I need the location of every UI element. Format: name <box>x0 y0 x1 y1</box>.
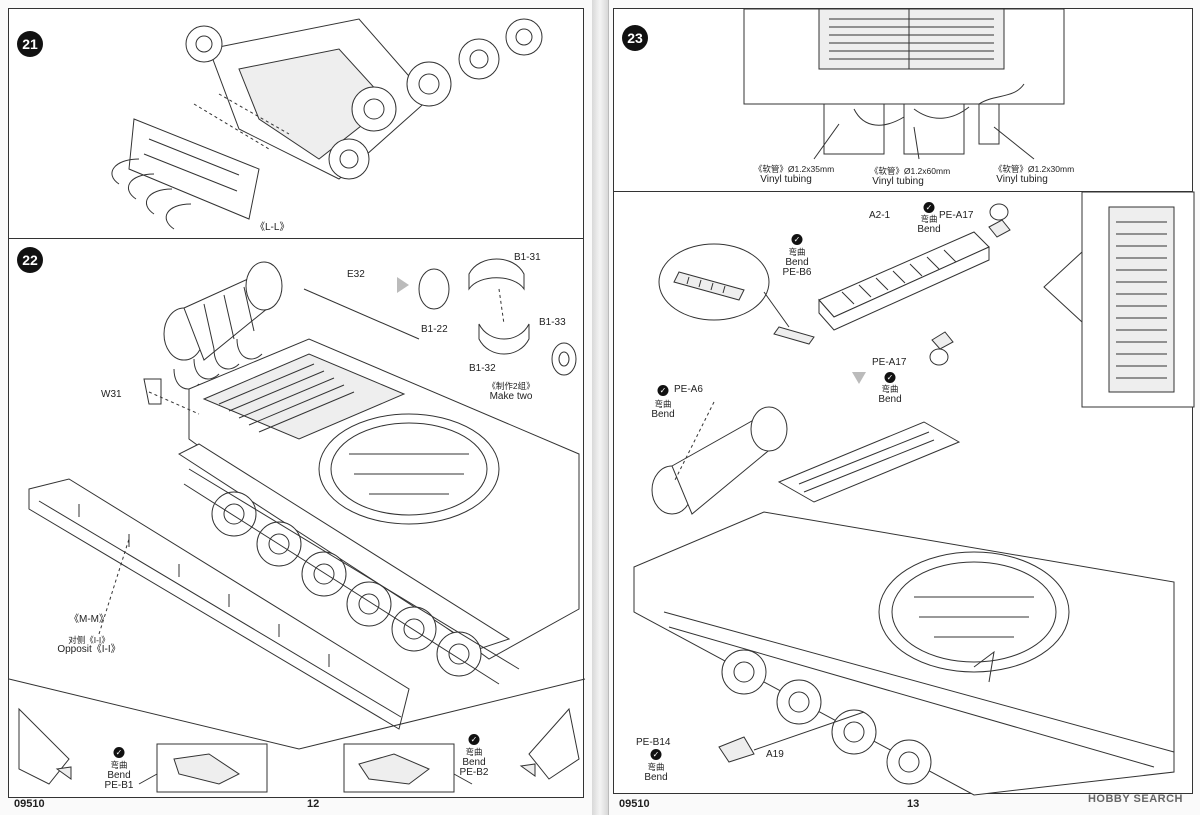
view-label-ll: 《L-L》 <box>255 222 290 233</box>
step-23-illustration <box>743 8 1065 160</box>
step-21-number: 21 <box>17 31 43 57</box>
label-pe-b2: PE-B2 <box>459 767 489 778</box>
step-22-number: 22 <box>17 247 43 273</box>
label-b1-31: B1-31 <box>514 252 541 263</box>
tube-3-label: Vinyl tubing <box>996 174 1048 185</box>
model-code-left: 09510 <box>14 798 45 810</box>
view-label-mm: 《M-M》 <box>69 614 109 625</box>
label-b1-32: B1-32 <box>469 363 496 374</box>
make-two-cn: 《制作2组》 <box>487 381 535 391</box>
bend-a: Bend <box>917 224 941 235</box>
bend-c: Bend <box>878 394 902 405</box>
step-22-panel: 22 <box>8 238 586 798</box>
page-number-left: 12 <box>307 798 320 810</box>
book-gutter <box>592 0 608 815</box>
label-w31: W31 <box>101 389 122 400</box>
bend-cn-a: 弯曲 <box>920 214 938 224</box>
tube-3-spec: 《软管》Ø1.2x30mm <box>993 164 1075 174</box>
tube-2-label: Vinyl tubing <box>872 176 924 187</box>
make-two: Make two <box>489 391 533 402</box>
bend-d: Bend <box>651 409 675 420</box>
label-b1-22: B1-22 <box>421 324 448 335</box>
instruction-page-right: 23 《软管》Ø1.2x35mm Vinyl tubing 《软管》Ø1.2x6… <box>608 0 1200 815</box>
instruction-page-left: 21 《L-L》 <box>0 0 593 815</box>
label-pe-a6: PE-A6 <box>674 384 703 395</box>
label-pe-b14: PE-B14 <box>636 737 671 748</box>
check-icon: ✓ <box>884 372 896 383</box>
check-icon: ✓ <box>113 747 125 758</box>
label-a19: A19 <box>766 749 784 760</box>
label-pe-b6: PE-B6 <box>782 267 812 278</box>
step-21-illustration <box>111 18 543 230</box>
label-a2-1: A2-1 <box>869 210 891 221</box>
bend-e: Bend <box>644 772 668 783</box>
check-icon: ✓ <box>657 385 669 396</box>
bend-cn-b: 弯曲 <box>788 247 806 257</box>
tube-1-label: Vinyl tubing <box>760 174 812 185</box>
page-number-right: 13 <box>907 798 920 810</box>
tube-2-spec: 《软管》Ø1.2x60mm <box>869 166 951 176</box>
bend-cn-d: 弯曲 <box>654 399 672 409</box>
bend-cn-1: 弯曲 <box>110 760 128 770</box>
label-pe-a17-mid: PE-A17 <box>872 357 907 368</box>
bend-cn-2: 弯曲 <box>465 747 483 757</box>
watermark: HOBBY SEARCH <box>1087 793 1183 805</box>
step-24-illustration <box>633 191 1195 796</box>
check-icon: ✓ <box>468 734 480 745</box>
step-24-panel: A2-1 ✓ 弯曲 Bend PE-A17 ✓ 弯曲 Bend PE-B6 PE… <box>613 191 1195 796</box>
opposite: Opposit《I-I》 <box>57 644 121 655</box>
step-23-panel: 23 《软管》Ø1.2x35mm Vinyl tubing 《软管》Ø1.2x6… <box>613 8 1193 193</box>
step-22-illustration <box>8 258 586 793</box>
check-icon: ✓ <box>923 202 935 213</box>
label-pe-b1: PE-B1 <box>104 780 134 791</box>
label-e32: E32 <box>347 269 365 280</box>
opposite-cn: 对侧《I-I》 <box>68 635 110 645</box>
step-21-panel: 21 《L-L》 <box>8 8 584 240</box>
step-23-number: 23 <box>622 25 648 51</box>
label-b1-33: B1-33 <box>539 317 566 328</box>
check-icon: ✓ <box>650 749 662 760</box>
check-icon: ✓ <box>791 234 803 245</box>
bend-cn-c: 弯曲 <box>881 384 899 394</box>
bend-2: Bend <box>462 757 486 768</box>
bend-cn-e: 弯曲 <box>647 762 665 772</box>
fuel-drum <box>163 261 283 361</box>
tube-1-spec: 《软管》Ø1.2x35mm <box>753 164 835 174</box>
bend-b: Bend <box>785 257 809 268</box>
model-code-right: 09510 <box>619 798 650 810</box>
bend-1: Bend <box>107 770 131 781</box>
label-pe-a17-top: PE-A17 <box>939 210 974 221</box>
